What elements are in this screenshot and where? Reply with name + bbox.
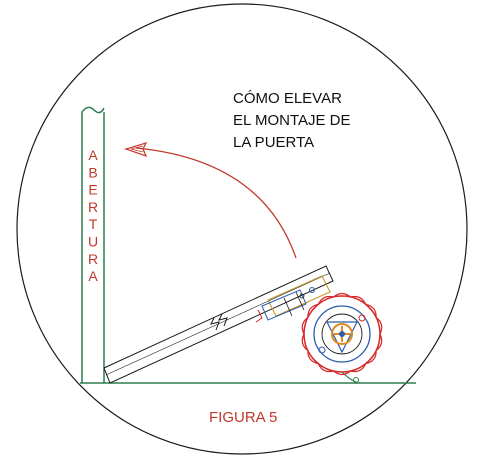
door-assembly	[103, 265, 383, 384]
figure-caption: FIGURA 5	[209, 409, 277, 426]
opening-label-letter: E	[88, 182, 97, 198]
opening-label-letter: A	[88, 268, 98, 284]
opening-label-letter: R	[88, 251, 98, 267]
operator-gear	[301, 292, 383, 384]
title-line-1: CÓMO ELEVAR	[233, 90, 342, 107]
gear-scallops	[301, 292, 383, 376]
opening-label-letter: R	[88, 199, 98, 215]
diagram-title: CÓMO ELEVAR EL MONTAJE DE LA PUERTA	[233, 90, 351, 151]
outer-circle	[16, 3, 468, 455]
title-line-3: LA PUERTA	[233, 134, 314, 151]
lift-arrow	[124, 142, 297, 259]
opening-label-letter: A	[88, 147, 98, 163]
opening-label-letter: B	[88, 164, 97, 180]
title-line-2: EL MONTAJE DE	[233, 112, 351, 129]
mounting-bracket	[255, 275, 331, 323]
opening-frame	[81, 106, 105, 383]
opening-label-letter: U	[88, 234, 98, 250]
opening-label-letter: T	[89, 216, 98, 232]
